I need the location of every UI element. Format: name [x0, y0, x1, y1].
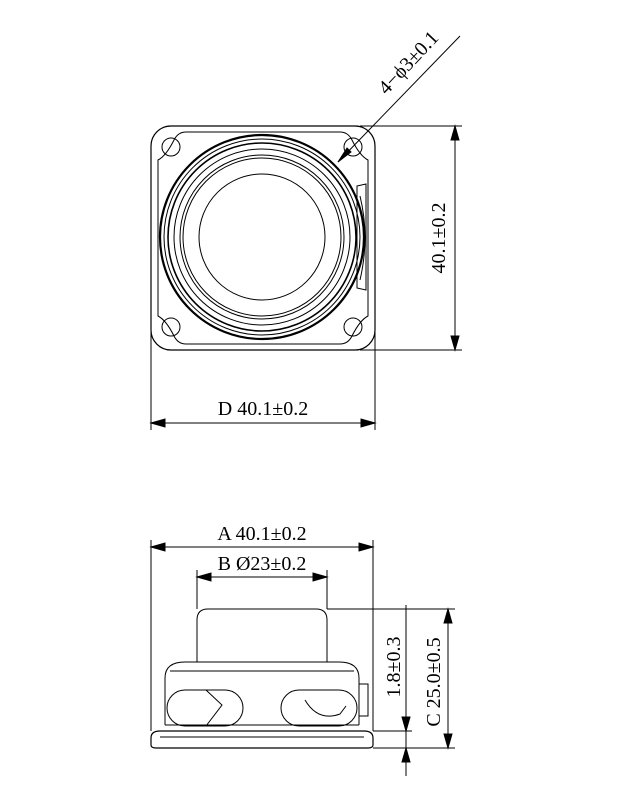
- cone-inner: [182, 157, 342, 317]
- b-arrow-right: [312, 572, 329, 582]
- frame-window-left: [166, 689, 244, 727]
- top-height-label: 40.1±0.2: [428, 203, 450, 274]
- top-view: 4−ϕ3±0.1 40.1±0.2 D 40.1±0.2: [149, 27, 462, 430]
- window-left-detail: [205, 689, 223, 727]
- side-terminal: [359, 683, 369, 717]
- c-arrow-bottom: [443, 733, 453, 750]
- flange: [150, 730, 374, 749]
- terminal-tab: [356, 183, 367, 291]
- height-arrow-top: [450, 124, 460, 141]
- flange-thickness-label: 1.8±0.3: [383, 637, 405, 698]
- surround-outer: [158, 133, 366, 341]
- frame-window-right: [280, 689, 358, 727]
- side-view: A 40.1±0.2 B Ø23±0.2 1.8±0.3 C 25.0±0.5: [149, 523, 455, 776]
- width-arrow-left: [149, 418, 166, 428]
- b-arrow-left: [195, 572, 212, 582]
- hole-leader-arrow: [337, 147, 352, 163]
- width-arrow-right: [360, 418, 377, 428]
- surround-ring-3: [167, 142, 357, 332]
- magnet-cup: [196, 608, 328, 662]
- window-right-detail: [304, 699, 347, 717]
- dust-cap: [198, 173, 326, 301]
- top-width-label: D 40.1±0.2: [218, 398, 308, 420]
- frame-inner-line: [157, 131, 369, 345]
- mounting-hole-tr: [343, 137, 363, 157]
- side-width-label: A 40.1±0.2: [217, 523, 306, 545]
- c-arrow-top: [443, 607, 453, 624]
- height-arrow-bottom: [450, 335, 460, 352]
- hole-leader: [337, 35, 461, 163]
- magnet-diameter-label: B Ø23±0.2: [218, 553, 307, 575]
- frame-outline: [150, 125, 376, 351]
- flange-arrow-bottom: [401, 746, 411, 763]
- mounting-hole-br: [343, 317, 363, 337]
- a-arrow-right: [358, 542, 375, 552]
- frame-body: [164, 661, 360, 725]
- hole-callout: 4−ϕ3±0.1: [374, 27, 443, 99]
- mounting-hole-bl: [161, 317, 181, 337]
- surround-ring-4: [173, 148, 351, 326]
- cone-ring: [179, 154, 345, 320]
- surround-ring-2: [163, 138, 361, 336]
- terminal-lead: [359, 195, 366, 281]
- a-arrow-left: [149, 542, 166, 552]
- flange-arrow-top: [401, 716, 411, 733]
- mounting-hole-tl: [161, 137, 181, 157]
- side-height-label: C 25.0±0.5: [423, 637, 445, 726]
